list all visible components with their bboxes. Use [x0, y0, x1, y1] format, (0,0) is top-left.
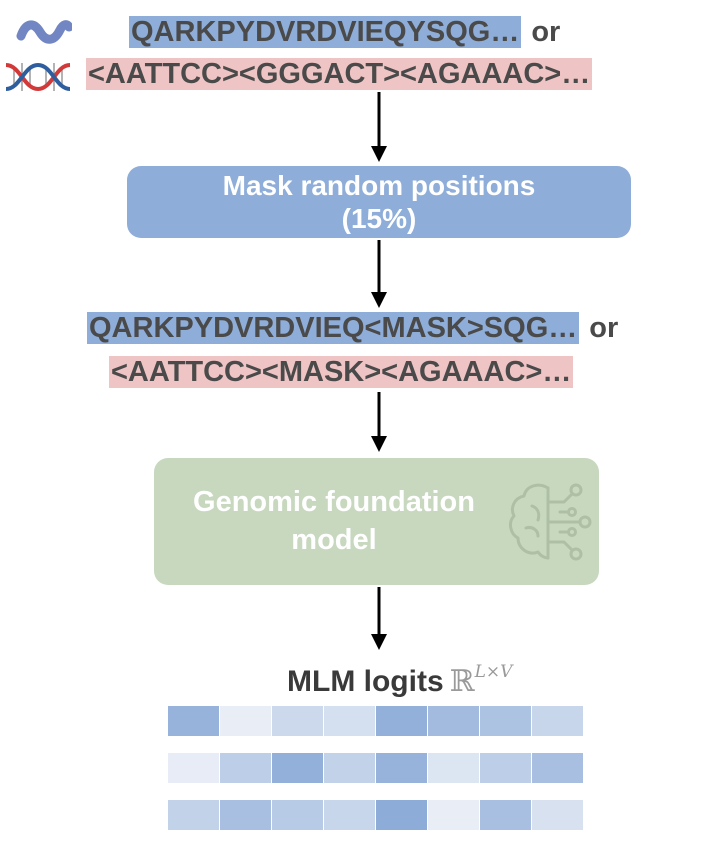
- mask-step-box: Mask random positions (15%): [127, 166, 631, 238]
- protein-sequence: QARKPYDVRDVIEQYSQG…: [129, 16, 522, 48]
- heatmap-cell-r0-c4: [376, 706, 427, 736]
- heatmap-cell-r1-c7: [532, 753, 583, 783]
- heatmap-cell-r2-c6: [480, 800, 531, 830]
- heatmap-cell-r2-c7: [532, 800, 583, 830]
- heatmap-cell-r1-c6: [480, 753, 531, 783]
- heatmap-cell-r2-c5: [428, 800, 479, 830]
- heatmap-cell-r1-c2: [272, 753, 323, 783]
- mlm-logits-label: MLM logits: [287, 665, 444, 698]
- genomic-foundation-model-box: Genomic foundation model: [154, 458, 599, 585]
- mask-step-line2: (15%): [341, 203, 417, 234]
- real-number-symbol: ℝ: [449, 664, 475, 699]
- heatmap-cell-r0-c5: [428, 706, 479, 736]
- masked-sequence-protein-line: QARKPYDVRDVIEQ<MASK>SQG… or: [87, 310, 618, 346]
- logits-heatmap: [168, 706, 583, 830]
- masked-sequence-dna-line: <AATTCC><MASK><AGAAAC>…: [109, 354, 574, 390]
- masked-protein-sequence: QARKPYDVRDVIEQ<MASK>SQG…: [87, 312, 580, 344]
- heatmap-cell-r2-c3: [324, 800, 375, 830]
- dimension-superscript: L×V: [474, 662, 513, 682]
- heatmap-cell-r2-c2: [272, 800, 323, 830]
- logits-dimension: ℝL×V: [450, 662, 513, 699]
- heatmap-cell-r0-c2: [272, 706, 323, 736]
- heatmap-cell-r1-c1: [220, 753, 271, 783]
- heatmap-cell-r0-c7: [532, 706, 583, 736]
- heatmap-cell-r0-c1: [220, 706, 271, 736]
- protein-icon: [16, 20, 72, 44]
- model-label-line1: Genomic foundation: [193, 486, 475, 518]
- heatmap-cell-r1-c0: [168, 753, 219, 783]
- heatmap-cell-r0-c3: [324, 706, 375, 736]
- heatmap-cell-r2-c4: [376, 800, 427, 830]
- heatmap-cell-r2-c1: [220, 800, 271, 830]
- heatmap-cell-r0-c0: [168, 706, 219, 736]
- mask-step-line1: Mask random positions: [222, 170, 536, 201]
- model-label-line2: model: [291, 524, 377, 556]
- input-sequence-protein-line: QARKPYDVRDVIEQYSQG… or: [129, 14, 560, 50]
- heatmap-cell-r2-c0: [168, 800, 219, 830]
- heatmap-cell-r0-c6: [480, 706, 531, 736]
- or-label-2: or: [589, 312, 619, 344]
- heatmap-cell-r1-c4: [376, 753, 427, 783]
- masked-dna-sequence: <AATTCC><MASK><AGAAAC>…: [109, 356, 574, 388]
- brain-circuit-icon: [509, 483, 592, 561]
- dna-sequence: <AATTCC><GGGACT><AGAAAC>…: [86, 58, 593, 90]
- dna-icon: [5, 62, 71, 92]
- input-sequence-dna-line: <AATTCC><GGGACT><AGAAAC>…: [86, 56, 593, 92]
- heatmap-cell-r1-c5: [428, 753, 479, 783]
- or-label: or: [531, 16, 561, 48]
- heatmap-cell-r1-c3: [324, 753, 375, 783]
